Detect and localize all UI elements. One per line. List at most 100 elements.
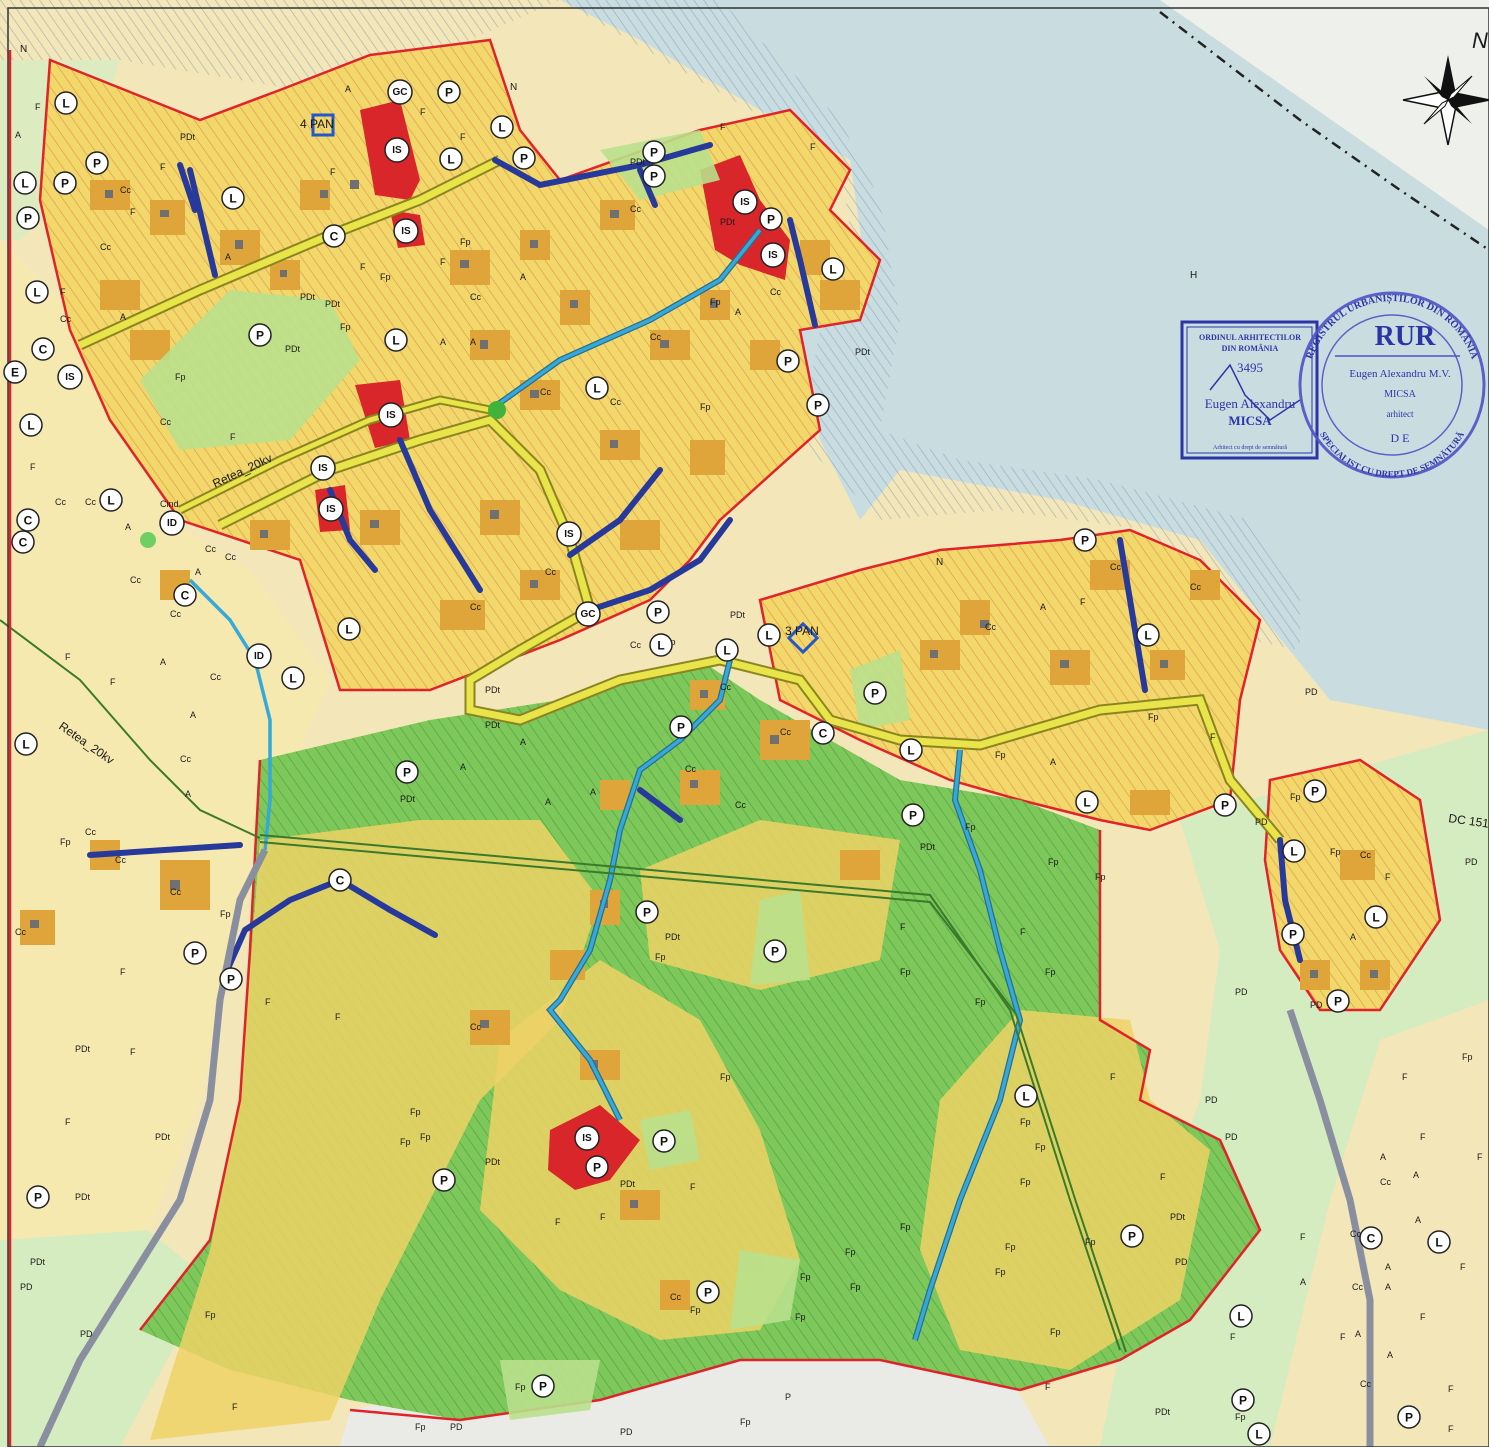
symbol-c-icon[interactable]: C <box>328 868 352 892</box>
symbol-is-icon[interactable]: IS <box>393 218 419 244</box>
zone-label-pdt: PDt <box>285 344 301 354</box>
symbol-l-icon[interactable]: L <box>25 280 49 304</box>
symbol-l-icon[interactable]: L <box>14 732 38 756</box>
symbol-p-icon[interactable]: P <box>437 80 461 104</box>
symbol-p-icon[interactable]: P <box>183 941 207 965</box>
symbol-l-icon[interactable]: L <box>1247 1422 1271 1446</box>
symbol-p-icon[interactable]: P <box>585 1155 609 1179</box>
symbol-p-icon[interactable]: P <box>669 715 693 739</box>
symbol-c-icon[interactable]: C <box>11 530 35 554</box>
symbol-l-icon[interactable]: L <box>585 376 609 400</box>
symbol-p-icon[interactable]: P <box>1073 528 1097 552</box>
zone-label-pdt: PDt <box>180 132 196 142</box>
symbol-p-icon[interactable]: P <box>16 206 40 230</box>
symbol-l-icon[interactable]: L <box>649 633 673 657</box>
symbol-p-icon[interactable]: P <box>776 349 800 373</box>
symbol-is-icon[interactable]: IS <box>760 242 786 268</box>
symbol-p-icon[interactable]: P <box>646 600 670 624</box>
node-green-2 <box>140 532 156 548</box>
symbol-p-icon[interactable]: P <box>248 323 272 347</box>
symbol-l-icon[interactable]: L <box>490 115 514 139</box>
symbol-is-icon[interactable]: IS <box>378 402 404 428</box>
symbol-id-icon[interactable]: ID <box>246 643 272 669</box>
symbol-gc-icon[interactable]: GC <box>387 79 413 105</box>
power-line-20kv <box>0 619 1127 1353</box>
symbol-l-icon[interactable]: L <box>821 257 845 281</box>
symbol-l-icon[interactable]: L <box>13 171 37 195</box>
symbol-p-icon[interactable]: P <box>863 681 887 705</box>
symbol-l-icon[interactable]: L <box>1136 623 1160 647</box>
symbol-c-icon[interactable]: C <box>322 224 346 248</box>
symbol-p-icon[interactable]: P <box>1326 989 1350 1013</box>
zone-label-pdt: PDt <box>155 1132 171 1142</box>
symbol-c-icon[interactable]: C <box>1359 1226 1383 1250</box>
svg-text:ID: ID <box>254 651 264 662</box>
symbol-l-icon[interactable]: L <box>1014 1084 1038 1108</box>
symbol-p-icon[interactable]: P <box>1281 922 1305 946</box>
symbol-p-icon[interactable]: P <box>1397 1405 1421 1429</box>
zone-label-fp: Fp <box>1085 1237 1096 1247</box>
zone-label-pdt: PDt <box>920 842 936 852</box>
symbol-l-icon[interactable]: L <box>384 328 408 352</box>
svg-text:P: P <box>650 146 658 160</box>
symbol-gc-icon[interactable]: GC <box>575 601 601 627</box>
symbol-l-icon[interactable]: L <box>899 738 923 762</box>
zone-label-cc: Cc <box>120 185 131 195</box>
symbol-p-icon[interactable]: P <box>642 140 666 164</box>
symbol-p-icon[interactable]: P <box>531 1374 555 1398</box>
symbol-p-icon[interactable]: P <box>696 1280 720 1304</box>
symbol-l-icon[interactable]: L <box>19 413 43 437</box>
symbol-p-icon[interactable]: P <box>1231 1388 1255 1412</box>
symbol-c-icon[interactable]: C <box>173 583 197 607</box>
zone-label-a: A <box>1385 1262 1391 1272</box>
symbol-l-icon[interactable]: L <box>1075 790 1099 814</box>
symbol-l-icon[interactable]: L <box>439 147 463 171</box>
symbol-p-icon[interactable]: P <box>26 1185 50 1209</box>
symbol-p-icon[interactable]: P <box>642 164 666 188</box>
symbol-p-icon[interactable]: P <box>432 1168 456 1192</box>
symbol-c-icon[interactable]: C <box>31 337 55 361</box>
symbol-p-icon[interactable]: P <box>635 900 659 924</box>
zone-label-cc: Cc <box>210 672 221 682</box>
symbol-p-icon[interactable]: P <box>512 146 536 170</box>
zone-label-fp: Fp <box>900 967 911 977</box>
symbol-is-icon[interactable]: IS <box>556 521 582 547</box>
symbol-is-icon[interactable]: IS <box>57 364 83 390</box>
symbol-l-icon[interactable]: L <box>281 666 305 690</box>
symbol-p-icon[interactable]: P <box>759 207 783 231</box>
symbol-p-icon[interactable]: P <box>1303 779 1327 803</box>
symbol-p-icon[interactable]: P <box>85 151 109 175</box>
symbol-p-icon[interactable]: P <box>219 967 243 991</box>
symbol-is-icon[interactable]: IS <box>310 455 336 481</box>
symbol-is-icon[interactable]: IS <box>384 137 410 163</box>
zone-label-a: A <box>225 252 231 262</box>
symbol-is-icon[interactable]: IS <box>574 1125 600 1151</box>
symbol-p-icon[interactable]: P <box>1213 793 1237 817</box>
symbol-c-icon[interactable]: C <box>811 721 835 745</box>
symbol-is-icon[interactable]: IS <box>318 496 344 522</box>
symbol-l-icon[interactable]: L <box>1427 1230 1451 1254</box>
symbol-c-icon[interactable]: C <box>16 508 40 532</box>
symbol-id-icon[interactable]: ID <box>159 510 185 536</box>
symbol-p-icon[interactable]: P <box>901 803 925 827</box>
boundary-south-bottom <box>349 1358 1021 1422</box>
symbol-l-icon[interactable]: L <box>1282 839 1306 863</box>
symbol-p-icon[interactable]: P <box>763 939 787 963</box>
symbol-l-icon[interactable]: L <box>1364 905 1388 929</box>
symbol-l-icon[interactable]: L <box>1229 1304 1253 1328</box>
symbol-l-icon[interactable]: L <box>221 186 245 210</box>
symbol-e-icon[interactable]: E <box>3 360 27 384</box>
symbol-p-icon[interactable]: P <box>652 1129 676 1153</box>
symbol-p-icon[interactable]: P <box>1120 1224 1144 1248</box>
symbol-p-icon[interactable]: P <box>53 171 77 195</box>
symbol-p-icon[interactable]: P <box>395 760 419 784</box>
symbol-is-icon[interactable]: IS <box>732 189 758 215</box>
symbol-l-icon[interactable]: L <box>337 617 361 641</box>
symbol-l-icon[interactable]: L <box>99 488 123 512</box>
symbol-l-icon[interactable]: L <box>54 91 78 115</box>
symbol-p-icon[interactable]: P <box>806 393 830 417</box>
zone-label-cc: Cc <box>205 544 216 554</box>
symbol-l-icon[interactable]: L <box>715 638 739 662</box>
symbol-l-icon[interactable]: L <box>757 623 781 647</box>
